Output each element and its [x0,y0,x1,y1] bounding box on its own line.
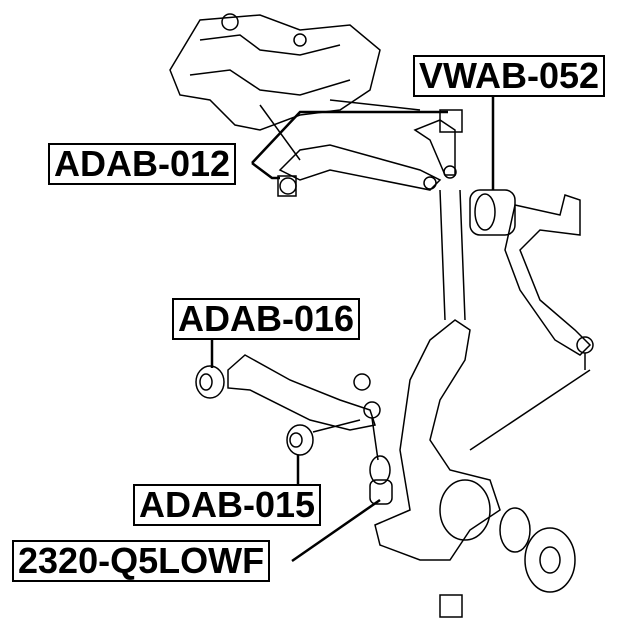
lower-front-arm [195,354,393,505]
steering-knuckle [374,319,591,618]
subframe-drawing [169,13,421,161]
leader-lines [210,93,495,563]
strut-rod [439,189,466,321]
upper-control-arms [277,109,463,197]
part-label-adab-012: ADAB-012 [48,143,237,185]
part-label-adab-015: ADAB-015 [133,484,322,526]
lower-rear-arm [469,189,594,370]
part-label-2320-q5lowf: 2320-Q5LOWF [12,540,271,582]
part-label-adab-016: ADAB-016 [172,298,361,340]
part-label-vwab-052: VWAB-052 [413,55,606,97]
